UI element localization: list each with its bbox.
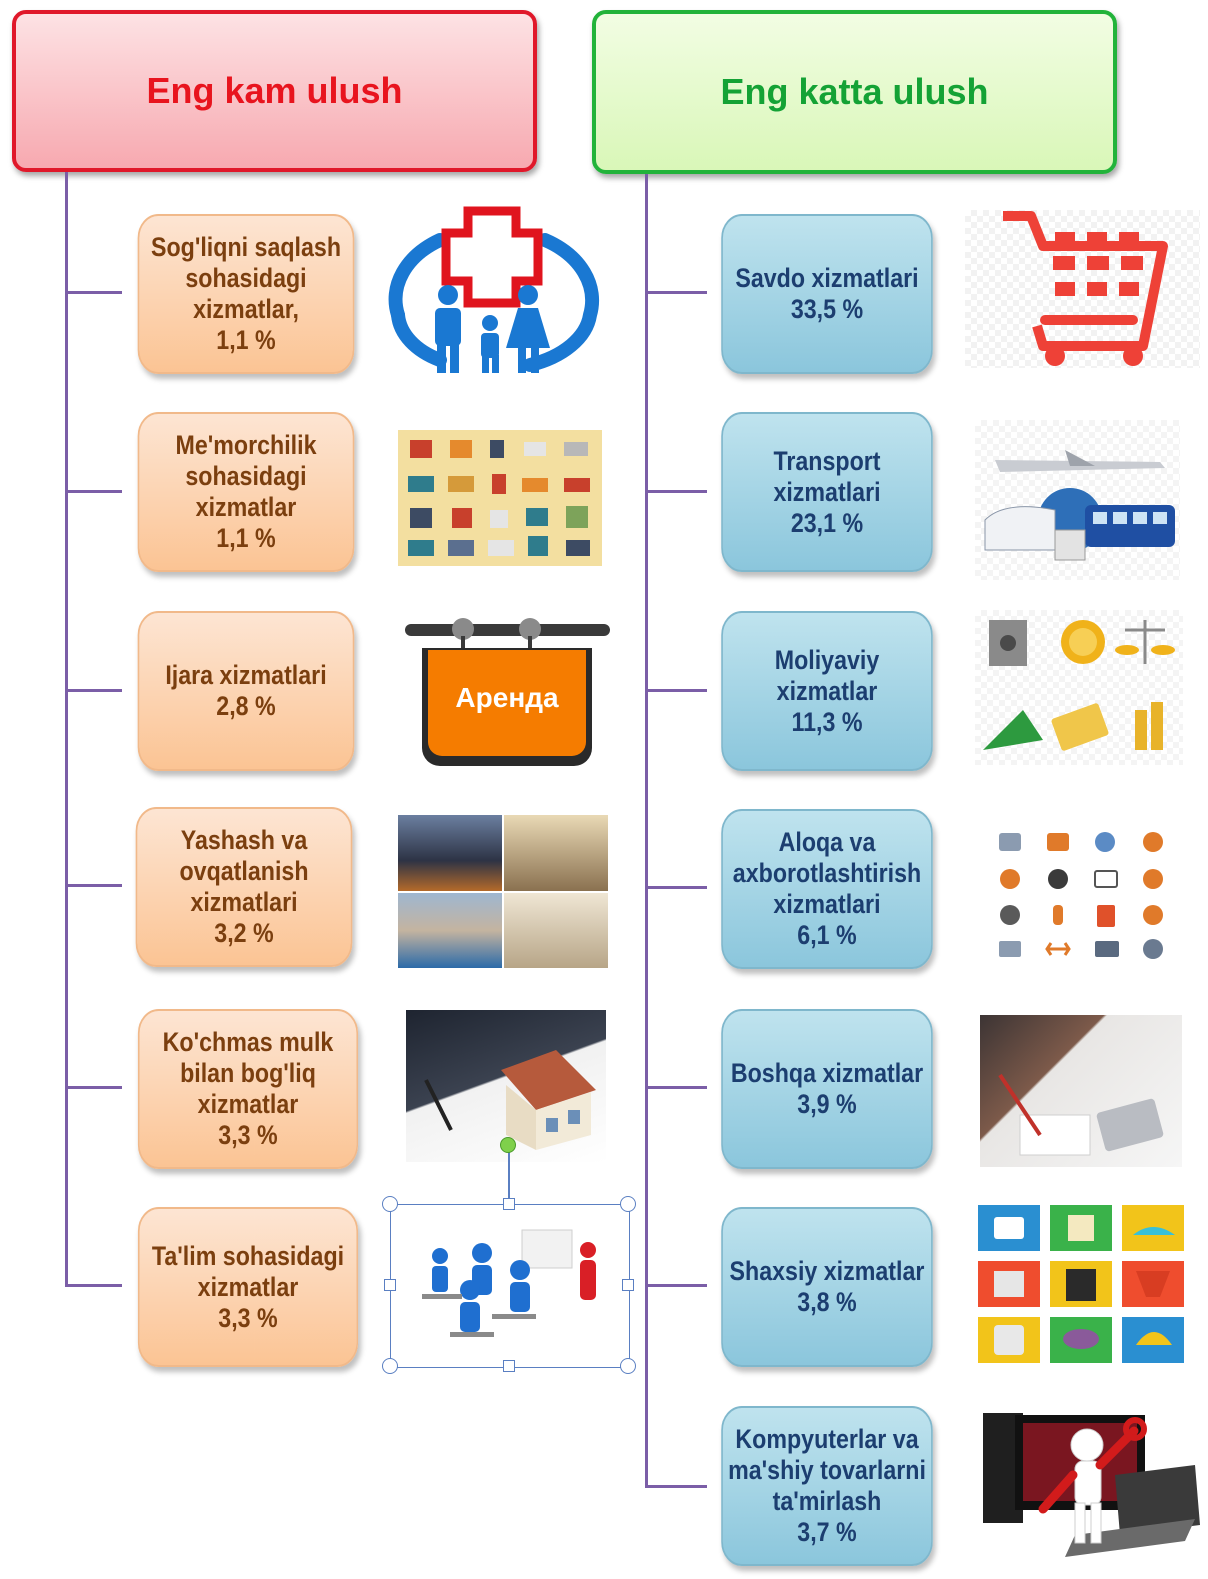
- right-item-box: Transport xizmatlari 23,1 %: [721, 412, 933, 572]
- right-item-label: Boshqa xizmatlar 3,9 %: [730, 1058, 924, 1119]
- resize-handle-top[interactable]: [503, 1198, 515, 1210]
- hotel-photos: [398, 815, 608, 968]
- resize-handle-bottom[interactable]: [503, 1360, 515, 1372]
- left-item-label: Ta'lim sohasidagi xizmatlar 3,3 %: [151, 1240, 345, 1333]
- finance-icons: [975, 610, 1183, 765]
- left-header-title: Eng kam ulush: [146, 70, 403, 111]
- rent-sign-text: Аренда: [455, 682, 559, 713]
- rotation-handle[interactable]: [500, 1137, 516, 1153]
- left-trunk-line: [65, 172, 68, 1287]
- communication-icons: [985, 825, 1180, 970]
- right-branch-line: [645, 886, 707, 889]
- resize-handle-top-left[interactable]: [382, 1196, 398, 1212]
- real-estate-photo: [406, 1010, 606, 1162]
- right-branch-line: [645, 1284, 707, 1287]
- left-item-box: Ta'lim sohasidagi xizmatlar 3,3 %: [137, 1207, 359, 1367]
- left-item-label: Ko'chmas mulk bilan bog'liq xizmatlar 3,…: [162, 1027, 334, 1150]
- resize-handle-bottom-right[interactable]: [620, 1358, 636, 1374]
- classroom-icon: [392, 1208, 628, 1368]
- left-branch-line: [65, 1086, 122, 1089]
- left-branch-line: [65, 1284, 122, 1287]
- right-trunk-line: [645, 174, 648, 1488]
- right-item-box: Boshqa xizmatlar 3,9 %: [721, 1009, 933, 1169]
- hotel-photo-room: [504, 893, 608, 968]
- left-branch-line: [65, 291, 122, 294]
- right-item-label: Aloqa va axborotlashtirish xizmatlari 6,…: [732, 827, 922, 950]
- office-work-photo: [980, 1015, 1182, 1167]
- architecture-icons-grid: [398, 430, 602, 566]
- left-header: Eng kam ulush: [12, 10, 537, 172]
- left-item-box: Me'morchilik sohasidagi xizmatlar 1,1 %: [137, 412, 355, 572]
- right-branch-line: [645, 490, 707, 493]
- right-header: Eng katta ulush: [592, 10, 1117, 174]
- left-branch-line: [65, 884, 122, 887]
- resize-handle-bottom-left[interactable]: [382, 1358, 398, 1374]
- transport-icon: [975, 420, 1180, 580]
- left-item-box: Ijara xizmatlari 2,8 %: [137, 611, 355, 771]
- family-health-icon: [380, 205, 605, 380]
- right-item-box: Kompyuterlar va ma'shiy tovarlarni ta'mi…: [721, 1406, 933, 1566]
- right-item-box: Shaxsiy xizmatlar 3,8 %: [721, 1207, 933, 1367]
- rotation-stem: [508, 1152, 510, 1204]
- left-item-label: Ijara xizmatlari 2,8 %: [165, 660, 327, 721]
- right-item-box: Moliyaviy xizmatlar 11,3 %: [721, 611, 933, 771]
- right-branch-line: [645, 1086, 707, 1089]
- right-item-label: Moliyaviy xizmatlar 11,3 %: [774, 644, 880, 737]
- right-item-label: Kompyuterlar va ma'shiy tovarlarni ta'mi…: [728, 1424, 926, 1547]
- computer-repair-icon: [975, 1395, 1200, 1560]
- resize-handle-left[interactable]: [384, 1279, 396, 1291]
- left-branch-line: [65, 490, 122, 493]
- hotel-photo-dining: [504, 815, 608, 891]
- left-item-box: Sog'liqni saqlash sohasidagi xizmatlar, …: [137, 214, 355, 374]
- hotel-photo-pool: [398, 893, 502, 968]
- right-item-label: Shaxsiy xizmatlar 3,8 %: [729, 1256, 925, 1317]
- right-item-label: Savdo xizmatlari 33,5 %: [735, 263, 919, 324]
- right-branch-line: [645, 689, 707, 692]
- left-item-box: Ko'chmas mulk bilan bog'liq xizmatlar 3,…: [137, 1009, 359, 1169]
- shopping-cart-icon: [965, 210, 1200, 368]
- left-item-label: Yashash va ovqatlanish xizmatlari 3,2 %: [179, 825, 309, 948]
- right-item-label: Transport xizmatlari 23,1 %: [773, 445, 881, 538]
- right-branch-line: [645, 1485, 707, 1488]
- resize-handle-right[interactable]: [622, 1279, 634, 1291]
- image-selection-frame[interactable]: [390, 1204, 630, 1368]
- right-header-title: Eng katta ulush: [720, 71, 989, 112]
- left-branch-line: [65, 689, 122, 692]
- left-item-label: Sog'liqni saqlash sohasidagi xizmatlar, …: [150, 232, 342, 355]
- personal-services-icons: [978, 1205, 1188, 1363]
- right-item-box: Aloqa va axborotlashtirish xizmatlari 6,…: [721, 809, 933, 969]
- right-item-box: Savdo xizmatlari 33,5 %: [721, 214, 933, 374]
- left-item-box: Yashash va ovqatlanish xizmatlari 3,2 %: [135, 807, 353, 967]
- resize-handle-top-right[interactable]: [620, 1196, 636, 1212]
- right-branch-line: [645, 291, 707, 294]
- left-item-label: Me'morchilik sohasidagi xizmatlar 1,1 %: [175, 430, 317, 553]
- hotel-photo-building: [398, 815, 502, 891]
- rent-sign-icon: Аренда: [400, 612, 615, 772]
